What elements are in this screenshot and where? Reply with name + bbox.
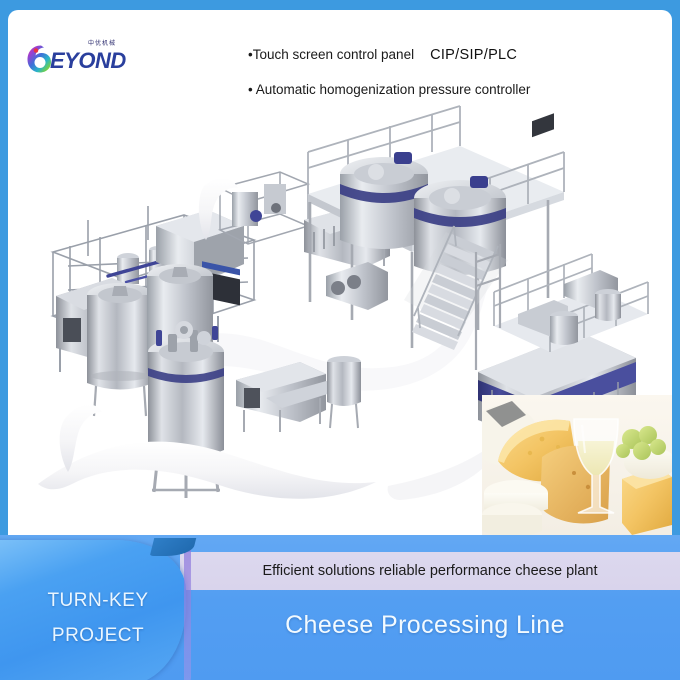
cheese-vat-2 [414, 176, 506, 275]
cheese-press-conveyor [236, 356, 361, 432]
cip-sip-plc-badge: CIP/SIP/PLC [430, 47, 518, 63]
feature-bullet-1: •Touch screen control panel CIP/SIP/PLC [248, 47, 648, 64]
tagline-text: Efficient solutions reliable performance… [262, 563, 598, 579]
logo-chinese-text: 中优机械 [88, 40, 117, 47]
foreground-process-tank [148, 321, 224, 498]
turnkey-line-2: PROJECT [51, 625, 145, 647]
cheese-photo-svg [482, 395, 672, 535]
touch-screen-control-panel [156, 210, 244, 306]
elevated-platform-vats [307, 105, 565, 350]
tagline-strip: Efficient solutions reliable performance… [180, 552, 680, 590]
brand-logo[interactable]: 中优机械 EYOND [26, 38, 146, 78]
wine-glass [573, 418, 619, 514]
storage-silo-left [87, 283, 153, 417]
milk-splash-front [38, 177, 508, 500]
beyond-b-logo-icon [27, 45, 51, 73]
turnkey-line-1: TURN-KEY [47, 590, 149, 611]
footer-banner: Efficient solutions reliable performance… [0, 535, 680, 680]
access-staircase [404, 225, 508, 350]
feature-bullet-2: • Automatic homogenization pressure cont… [248, 81, 531, 97]
main-title: Cheese Processing Line [285, 611, 565, 639]
content-card: 中优机械 EYOND [8, 10, 672, 535]
auxiliary-skid [217, 171, 311, 245]
cheese-product-photo [482, 395, 672, 535]
logo-wordmark: EYOND [50, 48, 126, 73]
turnkey-panel [0, 540, 191, 680]
feature-bullet-1-text: •Touch screen control panel [248, 47, 415, 62]
turnkey-label: TURN-KEY PROJECT [10, 583, 186, 653]
feature-list: •Touch screen control panel CIP/SIP/PLC •… [248, 47, 648, 98]
right-auxiliary-tanks [550, 289, 621, 345]
cheese-vat-1 [340, 152, 428, 249]
